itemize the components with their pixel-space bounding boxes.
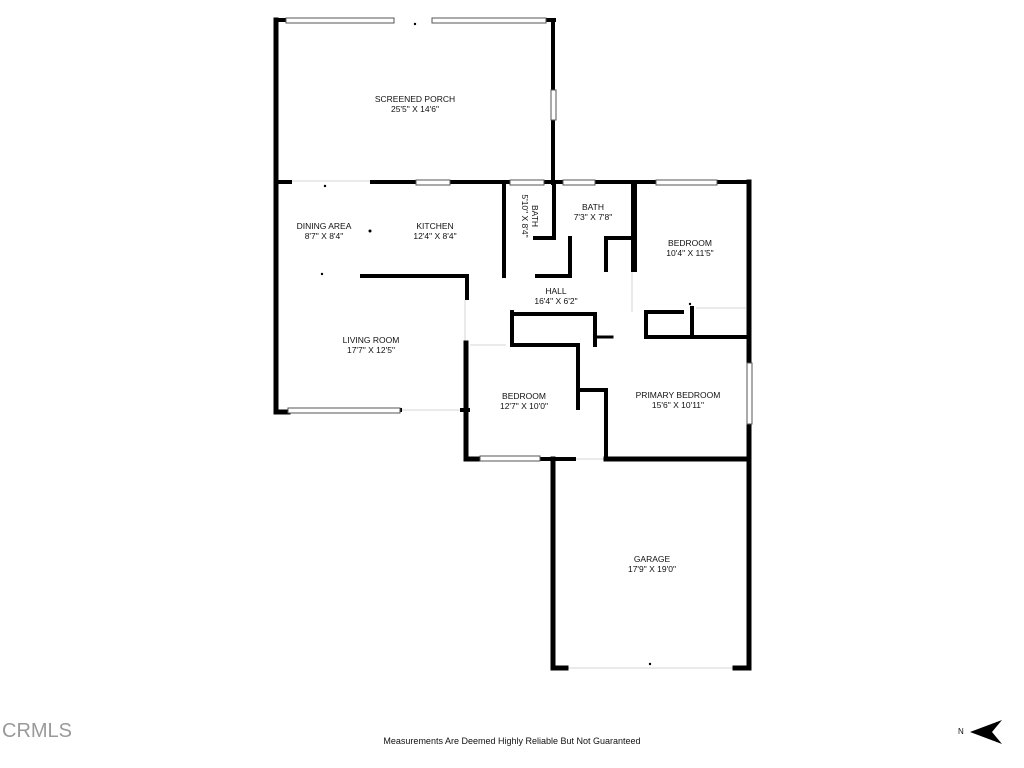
room-dimensions: 25'5" X 14'6" [391, 104, 439, 114]
room-living-room: LIVING ROOM 17'7" X 12'5" [343, 335, 400, 355]
room-dimensions: 8'7" X 8'4" [305, 231, 344, 241]
room-garage: GARAGE 17'9" X 19'0" [628, 554, 676, 574]
room-kitchen: KITCHEN 12'4" X 8'4" [413, 221, 456, 241]
room-bedroom-right: BEDROOM 10'4" X 11'5" [666, 238, 713, 258]
room-dimensions: 5'10" X 8'4" [520, 194, 530, 237]
room-name: HALL [545, 286, 567, 296]
room-name: LIVING ROOM [343, 335, 400, 345]
windows [285, 17, 753, 462]
room-primary-bedroom: PRIMARY BEDROOM 15'6" X 10'11" [636, 390, 721, 410]
room-screened-porch: SCREENED PORCH 25'5" X 14'6" [375, 94, 455, 114]
room-dining-area: DINING AREA 8'7" X 8'4" [297, 221, 352, 241]
room-dimensions: 17'9" X 19'0" [628, 564, 676, 574]
room-name: BATH [582, 202, 604, 212]
room-name: BATH [530, 205, 540, 227]
room-hall: HALL 16'4" X 6'2" [534, 286, 577, 306]
room-dimensions: 10'4" X 11'5" [666, 248, 713, 258]
room-bedroom-center: BEDROOM 12'7" X 10'0" [500, 391, 548, 411]
room-dimensions: 12'7" X 10'0" [500, 401, 548, 411]
door-openings [290, 180, 746, 669]
markers [320, 22, 692, 666]
north-arrow-icon [970, 720, 1002, 744]
room-bath-small: BATH 5'10" X 8'4" [520, 194, 540, 237]
room-name: BEDROOM [502, 391, 546, 401]
room-name: GARAGE [634, 554, 671, 564]
brand-watermark: CRMLS [2, 720, 73, 742]
room-name: PRIMARY BEDROOM [636, 390, 721, 400]
room-dimensions: 17'7" X 12'5" [347, 345, 395, 355]
room-dimensions: 16'4" X 6'2" [534, 296, 577, 306]
room-name: DINING AREA [297, 221, 352, 231]
north-label: N [958, 727, 964, 736]
room-bath: BATH 7'3" X 7'8" [574, 202, 613, 222]
room-dimensions: 12'4" X 8'4" [413, 231, 456, 241]
room-dimensions: 15'6" X 10'11" [652, 400, 704, 410]
room-name: SCREENED PORCH [375, 94, 455, 104]
room-name: KITCHEN [416, 221, 453, 231]
measurement-disclaimer: Measurements Are Deemed Highly Reliable … [383, 736, 641, 746]
room-dimensions: 7'3" X 7'8" [574, 212, 613, 222]
room-name: BEDROOM [668, 238, 712, 248]
walls [273, 17, 752, 671]
